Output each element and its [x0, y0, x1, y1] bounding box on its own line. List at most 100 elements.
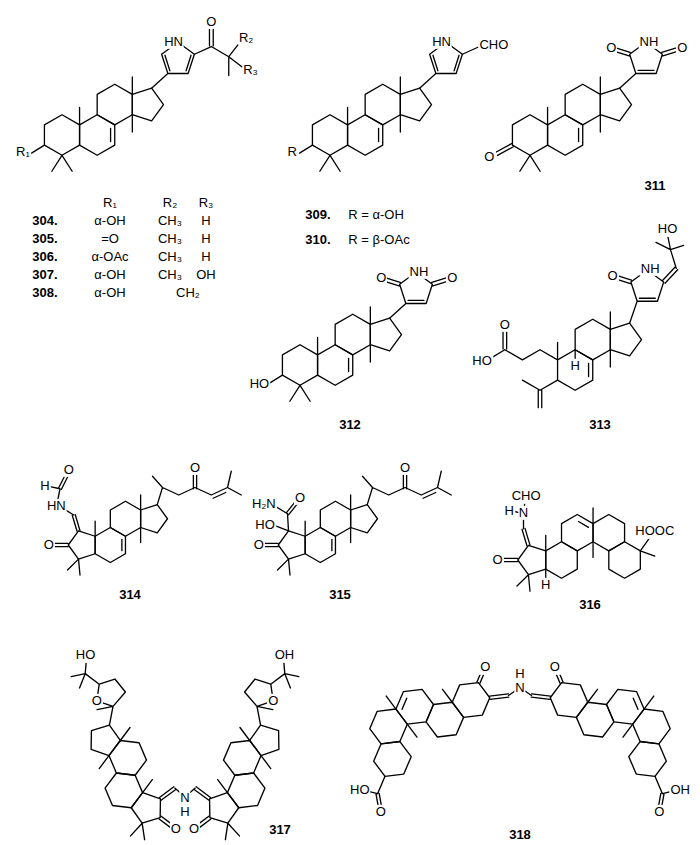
- atom-label: O: [653, 804, 665, 818]
- atom-label: O: [605, 41, 617, 55]
- ring-bond: [609, 542, 641, 578]
- ring-bond: [545, 675, 594, 725]
- atom-label: O: [375, 804, 387, 818]
- ring-bond: [548, 115, 583, 156]
- ring-bond: [522, 528, 530, 545]
- ring-bond: [320, 155, 340, 171]
- ring-bond: [335, 314, 370, 355]
- table-cell: R = β-OAc: [347, 233, 410, 247]
- ring-bond: [72, 515, 80, 532]
- atom-label: H₂N: [251, 497, 277, 511]
- ring-bond: [600, 88, 631, 121]
- ring-bond: [278, 531, 305, 559]
- table-cell: CH₃: [157, 232, 183, 246]
- table-cell: α-OH: [93, 268, 126, 282]
- atom-label: O: [676, 41, 688, 55]
- atom-label: N: [179, 791, 190, 805]
- bond-line: [32, 29, 242, 153]
- compound-number: 315: [328, 588, 352, 602]
- atom-label: HN: [46, 499, 67, 513]
- ring-bond: [601, 682, 650, 732]
- imine-link: [509, 682, 532, 696]
- ring-bond: [194, 784, 211, 803]
- compound-number: 309.: [304, 208, 331, 222]
- structure-318-left: [326, 637, 517, 811]
- ring-bond: [131, 822, 152, 844]
- structure-312: [270, 272, 450, 401]
- atom-label: N: [514, 681, 525, 695]
- ring-bond: [97, 84, 132, 125]
- ring-bond: [320, 501, 350, 536]
- compound-number: 305.: [31, 232, 58, 246]
- atom-label: NH: [640, 261, 661, 275]
- structure-304: [32, 29, 242, 171]
- ring-bond: [627, 701, 676, 751]
- ring-bond: [578, 128, 579, 141]
- atom-label: H: [179, 805, 190, 819]
- ring-bond: [348, 665, 518, 810]
- atom-label: OH: [669, 783, 691, 797]
- table-cell: CH₃: [157, 214, 183, 228]
- structure-317-right: [147, 657, 354, 845]
- ring-bond: [318, 345, 353, 386]
- ring-bond: [159, 784, 176, 803]
- compound-number: 317: [268, 823, 292, 837]
- atom-label: NH: [639, 35, 660, 49]
- table-cell: α-OH: [93, 214, 126, 228]
- ring-bond: [246, 718, 288, 760]
- ring-bond: [348, 115, 383, 156]
- ring-bond: [512, 115, 547, 156]
- ring-bond: [305, 528, 335, 563]
- atom-label: N: [518, 506, 529, 520]
- ring-bond: [578, 522, 588, 528]
- ring-bond: [305, 495, 350, 543]
- ring-bond: [562, 515, 594, 551]
- structure-313: [489, 235, 683, 408]
- atom-label: HN: [163, 35, 184, 49]
- atom-label: CHO: [478, 38, 509, 52]
- bond-line: [489, 331, 575, 408]
- ring-bond: [218, 822, 239, 844]
- table-cell: R₁: [102, 196, 118, 210]
- ring-bond: [52, 155, 72, 171]
- ring-bond: [348, 77, 401, 132]
- compound-number: 308.: [31, 286, 58, 300]
- table-cell: R₂: [162, 196, 178, 210]
- ring-bond: [351, 505, 378, 533]
- atom-label: R₁: [15, 145, 31, 159]
- ring-bond: [68, 531, 95, 559]
- atom-label: O: [375, 271, 387, 285]
- atom-label: O: [499, 318, 511, 332]
- table-cell: H: [200, 250, 211, 264]
- atom-label: H: [503, 503, 514, 517]
- ring-bond: [522, 665, 692, 810]
- atom-label: CHO: [511, 489, 542, 503]
- ring-bond: [386, 667, 456, 738]
- ring-bond: [62, 657, 134, 725]
- atom-label: O: [491, 553, 503, 567]
- atom-label: HO: [349, 783, 371, 797]
- atom-label: HOOC: [634, 524, 675, 538]
- ring-bond: [278, 559, 291, 575]
- atom-label: HO: [75, 648, 97, 662]
- table-cell: α-OAc: [90, 250, 129, 264]
- ring-bond: [121, 539, 122, 550]
- compound-number: 311: [644, 179, 667, 193]
- structure-311: [496, 42, 680, 171]
- ring-bond: [503, 558, 518, 561]
- atom-label: H: [569, 358, 580, 372]
- compound-number: 312: [338, 418, 362, 432]
- atom-label: NH: [409, 265, 430, 279]
- table-cell: H: [200, 214, 211, 228]
- ring-bond: [447, 675, 496, 725]
- ring-bond: [364, 701, 413, 751]
- atom-label: O: [205, 15, 217, 29]
- bond-line: [496, 144, 514, 156]
- bond-line: [275, 500, 299, 531]
- ring-bond: [548, 77, 601, 132]
- ring-bond: [390, 682, 439, 732]
- atom-label: O: [189, 460, 201, 474]
- structure-314: [51, 471, 241, 575]
- ring-bond: [517, 575, 530, 592]
